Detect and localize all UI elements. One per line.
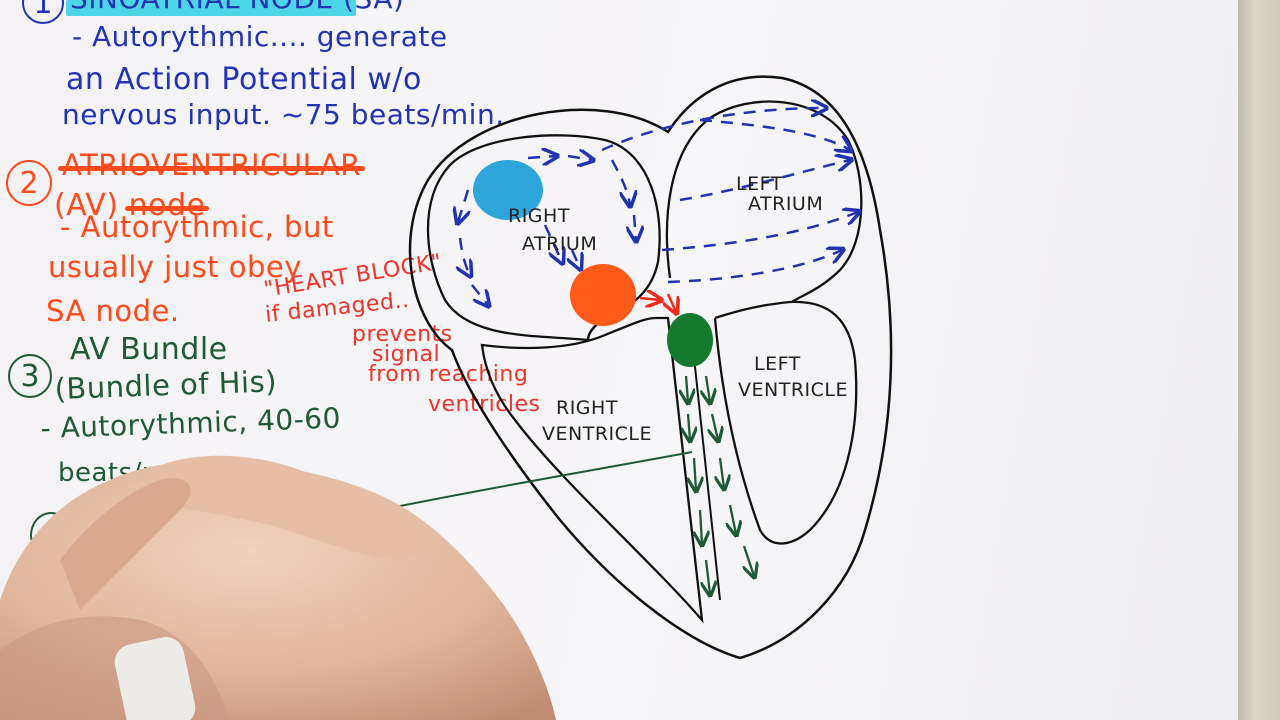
atrial-conduction-arrows <box>458 108 858 305</box>
left-ventricle-label-line-2: VENTRICLE <box>738 379 848 401</box>
av-node-line-3: SA node. <box>46 294 180 328</box>
item-number-3: 3 <box>8 354 52 398</box>
av-node-line-2: usually just obey <box>48 250 302 284</box>
sa-node-line-1: - Autorythmic.... generate <box>72 20 448 53</box>
sa-node-dot <box>473 160 543 220</box>
av-bundle-dot <box>667 313 713 367</box>
heart-outer-outline <box>408 75 893 660</box>
right-atrium-label-line-1: RIGHT <box>508 205 570 227</box>
left-atrium-label-line-2: ATRIUM <box>748 193 823 215</box>
av-node-abbrev: (AV) <box>54 188 119 223</box>
page-edge-shadow <box>1238 0 1280 720</box>
av-bundle-title: AV Bundle <box>70 332 228 367</box>
right-ventricle-label-line-2: VENTRICLE <box>542 423 652 445</box>
item-number-3-text: 3 <box>20 358 40 394</box>
sa-node-line-3: nervous input. ~75 beats/min. <box>62 98 505 131</box>
left-atrium-label-line-1: LEFT <box>736 173 783 195</box>
av-node-arrows <box>639 294 676 312</box>
left-ventricle-label-line-1: LEFT <box>754 353 801 375</box>
right-ventricle-label-line-1: RIGHT <box>556 397 618 419</box>
item-number-1-text: 1 <box>33 0 53 21</box>
item-number-2-text: 2 <box>19 165 39 201</box>
av-node-title-struck: ATRIOVENTRICULAR <box>62 148 361 182</box>
left-atrium-wall <box>665 100 863 303</box>
av-node-line-1: - Autorythmic, but <box>60 210 334 244</box>
heart-block-line-4: from reaching <box>368 362 529 387</box>
av-node-title-2: (AV) node <box>54 188 205 223</box>
left-ventricle-wall <box>713 300 858 545</box>
sa-node-line-2: an Action Potential w/o <box>66 62 422 97</box>
sa-node-title-highlight <box>66 0 356 16</box>
ventricular-conduction-arrows <box>686 375 754 594</box>
item-number-2: 2 <box>6 160 52 206</box>
right-ventricle-wall <box>480 316 704 624</box>
sa-node-title: SINOATRIAL NODE (SA) <box>70 0 404 15</box>
av-node-title: ATRIOVENTRICULAR <box>62 148 361 182</box>
heart-block-line-3: signal <box>372 342 441 367</box>
av-node-word-struck: node <box>128 188 206 223</box>
bundle-pointer-line <box>389 451 693 509</box>
av-node-dot <box>570 264 636 326</box>
right-atrium-label-line-2: ATRIUM <box>522 233 597 255</box>
